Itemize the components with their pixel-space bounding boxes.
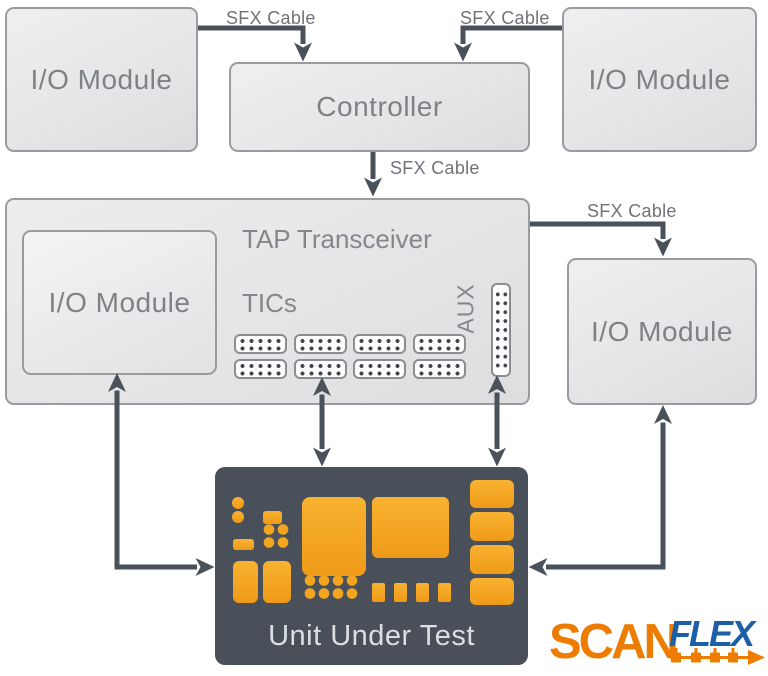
uut-component: [372, 497, 449, 558]
unit-under-test-board: Unit Under Test: [215, 467, 528, 665]
io-module-top-left-label: I/O Module: [30, 63, 173, 95]
uut-component: [233, 561, 258, 603]
tics-label: TICs: [242, 288, 297, 318]
aux-connector-icon: [491, 283, 511, 377]
arrow-io-right-to-controller: [454, 25, 562, 62]
unit-under-test-label: Unit Under Test: [268, 620, 475, 652]
tic-connector-icon: [294, 334, 347, 354]
io-module-in-tap-box: I/O Module: [22, 230, 217, 375]
uut-component-dots: [262, 523, 290, 550]
uut-component-dots: [303, 574, 359, 601]
tic-connector-icon: [353, 334, 406, 354]
tic-pins: [417, 361, 462, 377]
io-module-right-box: I/O Module: [567, 258, 757, 405]
uut-component: [233, 539, 254, 550]
io-module-right-label: I/O Module: [591, 315, 733, 347]
tic-connector-icon: [413, 359, 466, 379]
tap-transceiver-title: TAP Transceiver: [242, 224, 432, 254]
tic-connector-icon: [234, 334, 287, 354]
controller-label: Controller: [316, 91, 443, 122]
uut-component: [470, 480, 514, 508]
controller-box: Controller: [229, 62, 530, 152]
cable-label-top-right: SFX Cable: [460, 8, 550, 28]
uut-component: [263, 561, 291, 603]
tic-connector-icon: [294, 359, 347, 379]
logo-scan-text: SCAN: [549, 615, 679, 669]
arrow-io-right-to-uut: [528, 405, 672, 576]
arrow-tap-to-io-right: [530, 221, 672, 257]
uut-component: [438, 583, 451, 602]
cable-label-tap-right: SFX Cable: [587, 201, 677, 221]
arrow-io-left-to-controller: [198, 25, 312, 62]
uut-component: [394, 583, 407, 602]
io-module-in-tap-label: I/O Module: [48, 286, 191, 318]
io-module-top-right-box: I/O Module: [562, 7, 757, 152]
uut-component: [232, 511, 244, 523]
tap-transceiver-box: TAP Transceiver I/O Module TICs AUX: [5, 198, 530, 405]
cable-label-top-left: SFX Cable: [226, 8, 316, 28]
uut-component: [232, 497, 244, 509]
tic-pins: [298, 336, 343, 352]
uut-component: [470, 578, 514, 605]
uut-component: [470, 512, 514, 541]
tic-connector-icon: [353, 359, 406, 379]
io-module-top-left-box: I/O Module: [5, 7, 198, 152]
tic-pins: [357, 336, 402, 352]
tic-connector-icon: [413, 334, 466, 354]
uut-component: [470, 545, 514, 574]
cable-label-controller-tap: SFX Cable: [390, 158, 480, 178]
tic-pins: [417, 336, 462, 352]
aux-pins: [493, 290, 509, 370]
scanflex-logo: SCAN FLEX: [549, 613, 765, 671]
tic-pins: [298, 361, 343, 377]
uut-component: [372, 583, 385, 602]
aux-label-wrap: AUX: [452, 272, 480, 344]
uut-component: [416, 583, 429, 602]
tic-pins: [238, 336, 283, 352]
tic-connector-icon: [234, 359, 287, 379]
logo-scan-chain-arrow-icon: [670, 648, 765, 665]
tic-pins: [357, 361, 402, 377]
logo-flex-text: FLEX: [669, 613, 755, 654]
uut-component: [263, 511, 282, 524]
tic-pins: [238, 361, 283, 377]
arrow-io-tap-to-uut: [108, 373, 215, 576]
io-module-top-right-label: I/O Module: [588, 63, 731, 95]
uut-component: [302, 497, 366, 576]
aux-label: AUX: [452, 282, 479, 334]
